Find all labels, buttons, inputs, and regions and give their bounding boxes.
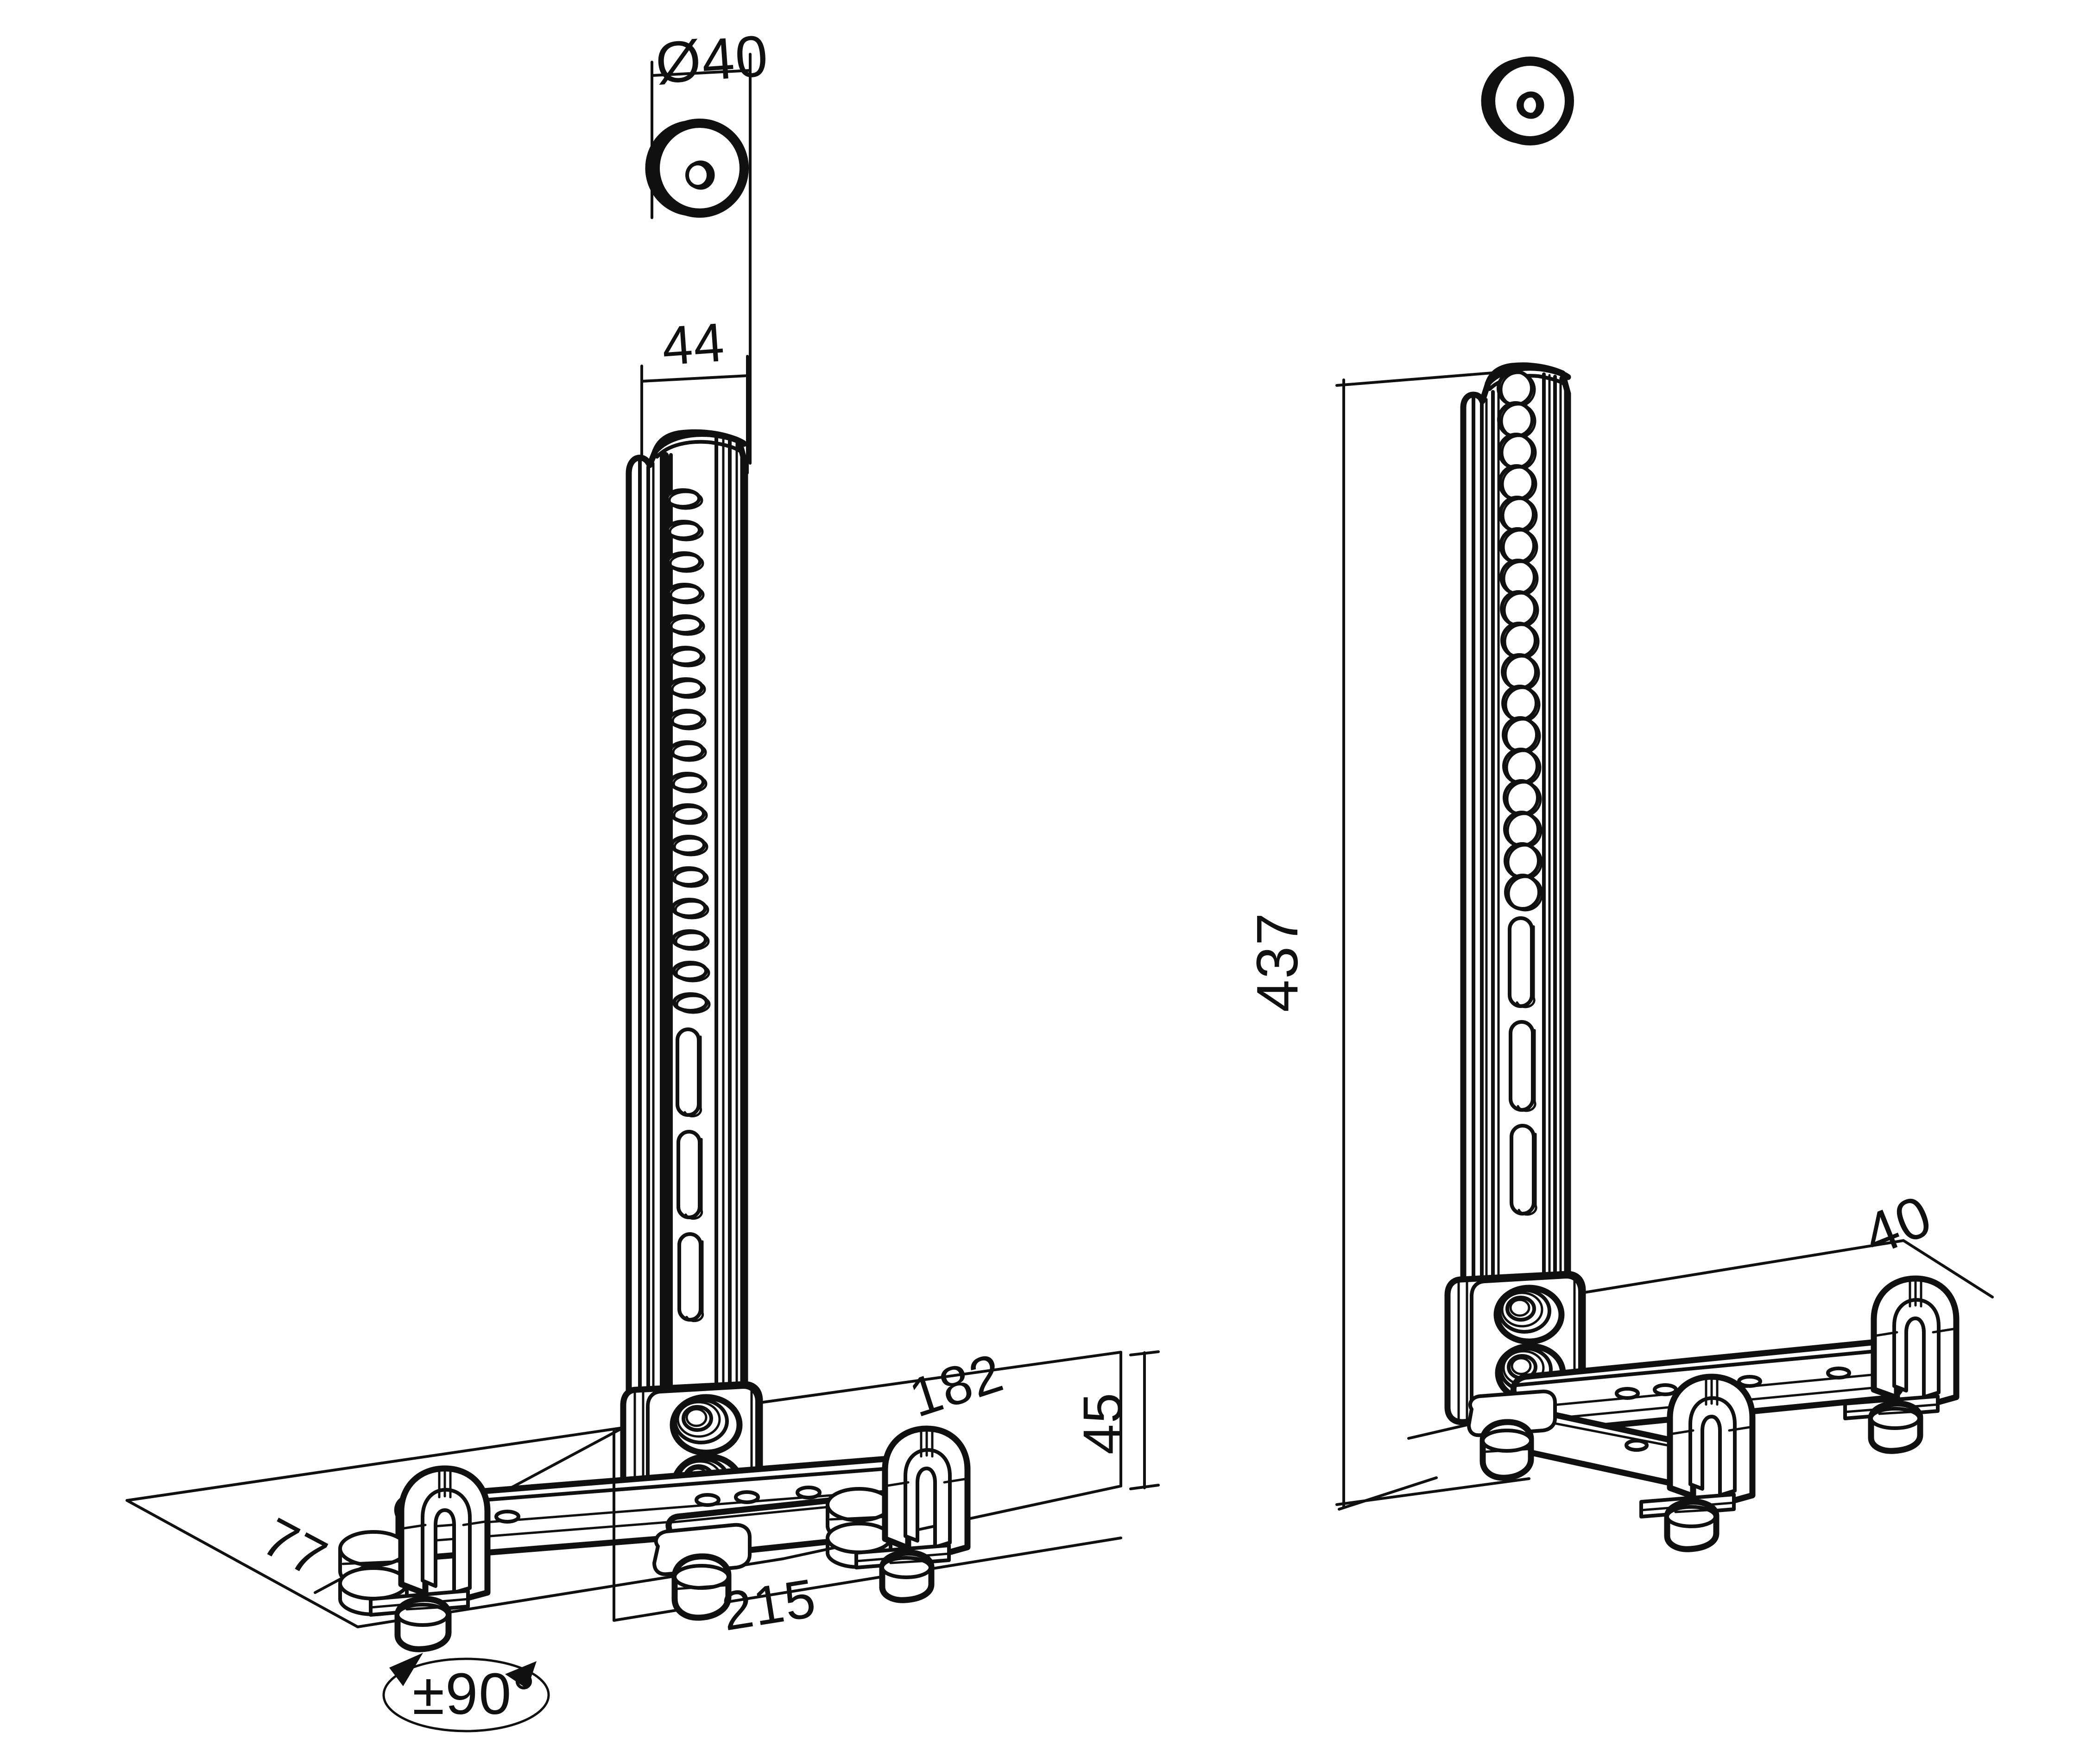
washer-disc-body — [645, 119, 749, 218]
rotation-arrow-right-head — [505, 1661, 537, 1689]
u-clamp-foot-right-far — [1843, 1275, 1960, 1454]
upright-column-left — [626, 429, 748, 1421]
column-width-label: 44 — [660, 312, 727, 377]
column-round-holes-left — [665, 488, 711, 1014]
base-width-dimension: 215 — [613, 1430, 820, 1643]
rotation-arrow-left-head — [389, 1653, 423, 1686]
base-boss-hole-1 — [670, 1394, 743, 1456]
rotation-label-left: ±90° — [412, 1661, 537, 1726]
total-height-label: 437 — [1245, 912, 1310, 1012]
washer-small-group — [1481, 57, 1574, 145]
base-boss-hole-right-1 — [1493, 1285, 1565, 1345]
foot-crossbar-left — [338, 1425, 971, 1652]
washer-large-group: Ø40 — [645, 23, 771, 624]
base-height-dimension: 45 — [1072, 1350, 1160, 1490]
left-view-assembly: 44 — [126, 312, 1160, 1732]
base-plate-right — [1444, 1271, 1586, 1425]
rotation-symbol-left: ±90° — [382, 1653, 550, 1732]
base-width-label: 215 — [718, 1568, 820, 1643]
column-slots-right — [1508, 916, 1537, 1216]
column-slots-left — [676, 1027, 704, 1323]
u-clamp-foot-right-near — [1639, 1373, 1756, 1552]
right-view-assembly: 437 — [1245, 362, 1994, 1552]
u-clamp-foot-right — [826, 1425, 971, 1603]
center-hex-nut-foot — [652, 1523, 752, 1621]
upright-column-right — [1460, 362, 1571, 1305]
column-round-holes-right — [1497, 370, 1543, 912]
u-clamp-foot-left — [338, 1465, 491, 1652]
base-height-label: 45 — [1072, 1392, 1133, 1455]
hex-nut-foot-right-view-left — [1467, 1389, 1557, 1481]
foot-crossbar-right — [1467, 1275, 1960, 1552]
washer-diameter-label: Ø40 — [653, 23, 771, 96]
